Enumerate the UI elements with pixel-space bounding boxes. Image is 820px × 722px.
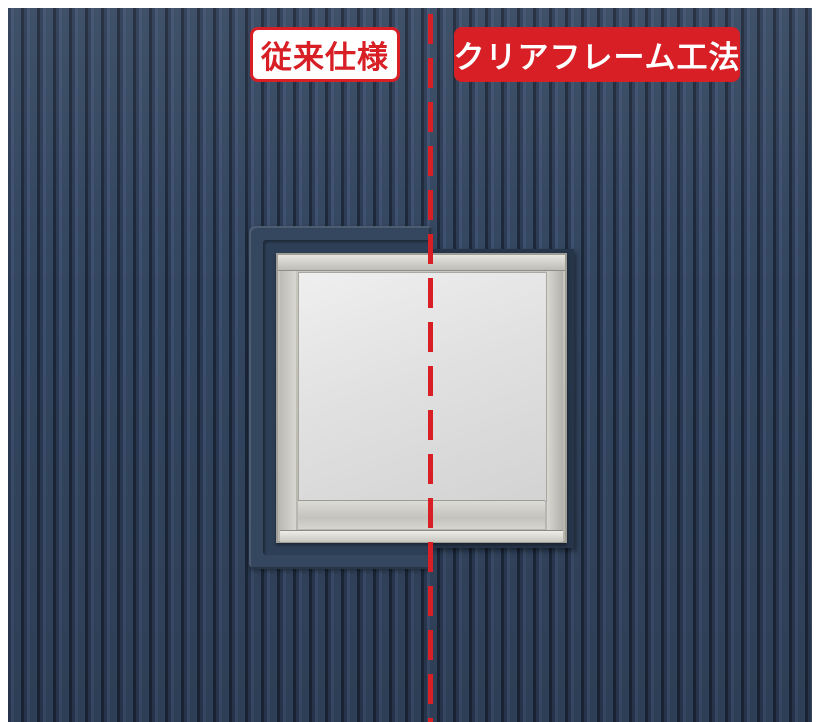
clear-frame-label: クリアフレーム工法 [453,27,740,82]
window-glass [298,272,547,502]
window-sill [280,530,563,542]
window-left-jamb [280,271,296,531]
comparison-divider-line [428,14,433,722]
window-head-rail [278,255,565,271]
window-bottom-rail [298,500,545,529]
window-right-jamb [547,271,563,531]
conventional-label: 従来仕様 [250,27,400,82]
